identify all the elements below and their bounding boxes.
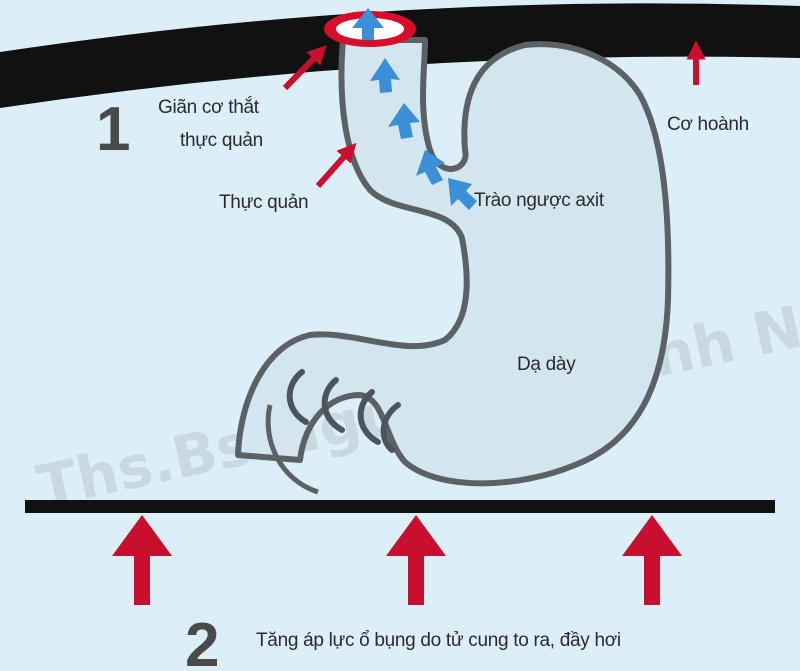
rugae-fold (357, 389, 381, 445)
acid-arrow (416, 150, 445, 185)
pressure-arrow (622, 515, 682, 605)
rugae-fold (286, 369, 309, 425)
stomach-shape (235, 37, 672, 487)
esophagus-pointer-arrow (315, 142, 357, 188)
step-1-number: 1 (96, 95, 130, 164)
acid-arrow (448, 178, 477, 210)
sphincter-label-line2: thực quản (180, 130, 263, 151)
step-2-number: 2 (185, 611, 219, 671)
rugae-fold (321, 377, 345, 433)
acid-arrow (352, 8, 384, 40)
pressure-label: Tăng áp lực ổ bụng do tử cung to ra, đầy… (256, 630, 621, 651)
acid-arrow (388, 103, 420, 139)
duodenum-line (265, 404, 319, 495)
abdominal-line (25, 500, 775, 513)
stomach-label: Dạ dày (517, 354, 576, 375)
esophagus-label: Thực quản (219, 192, 308, 213)
diaphragm-label: Cơ hoành (667, 114, 749, 135)
pressure-arrow (386, 515, 446, 605)
rugae-fold (380, 402, 401, 453)
sphincter-pointer-arrow (282, 45, 327, 91)
sphincter-label-line1: Giãn cơ thắt (158, 96, 260, 118)
acid-reflux-arrows (352, 8, 477, 210)
pressure-arrow (112, 515, 172, 605)
acid-arrow (370, 58, 400, 93)
acid-reflux-label: Trào ngược axit (474, 190, 605, 211)
pressure-arrows (112, 515, 682, 605)
